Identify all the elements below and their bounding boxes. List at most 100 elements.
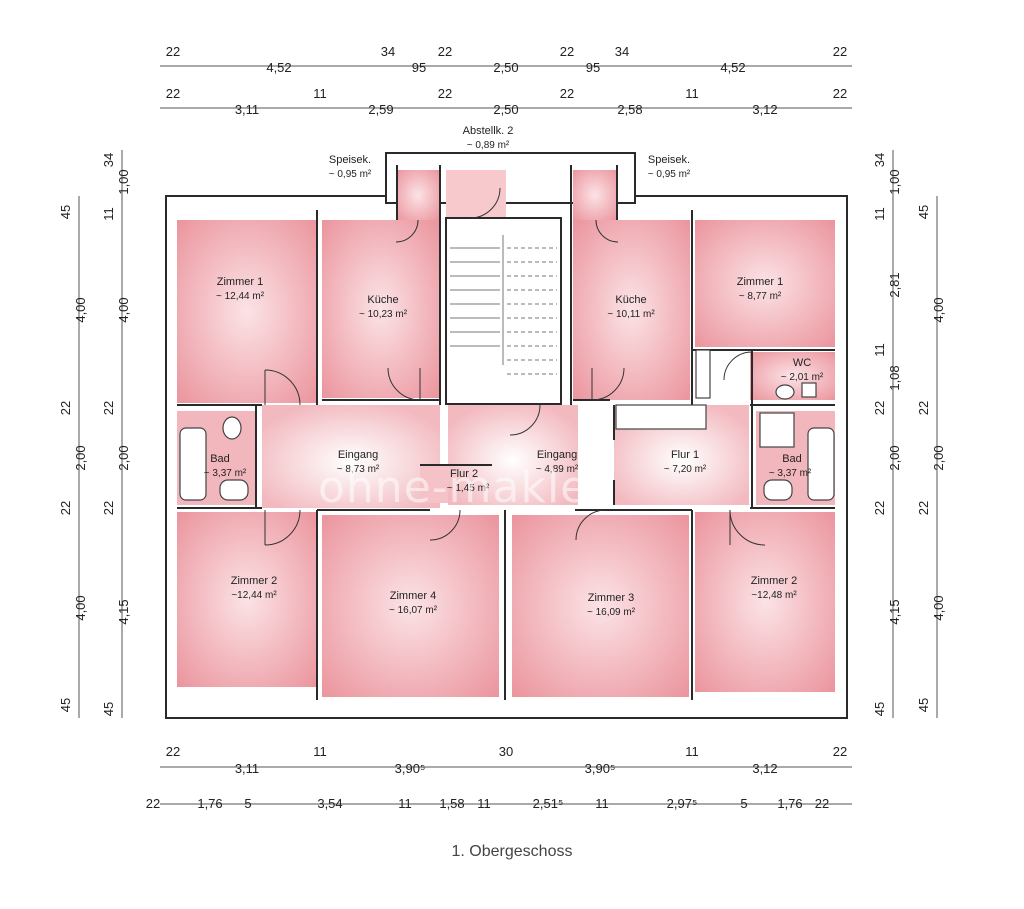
dim-label: 22: [101, 501, 116, 515]
dim-label: 45: [916, 698, 931, 712]
label-name: WC: [793, 357, 811, 369]
dim-label: 34: [381, 44, 395, 59]
label-name: Eingang: [338, 449, 378, 461]
dim-label: 5: [244, 796, 251, 811]
dim-label: 11: [685, 744, 699, 759]
dim-label: 45: [916, 205, 931, 219]
dimension-lines: [78, 65, 938, 805]
label-name: Speisek.: [648, 154, 690, 166]
room-zimmer-2-right: [695, 512, 835, 692]
room-speisek-left: [397, 170, 439, 220]
dim-label: 34: [101, 153, 116, 167]
dim-label: 4,52: [720, 60, 745, 75]
dim-label: 22: [58, 401, 73, 415]
dim-label: 3,12: [752, 102, 777, 117]
room-speisek-right: [573, 170, 617, 220]
dim-label: 11: [101, 207, 116, 221]
dim-label: 11: [313, 86, 327, 101]
dim-label: 22: [438, 86, 452, 101]
label-area: ~ 8,77 m²: [739, 291, 782, 302]
label-name: Zimmer 3: [588, 592, 634, 604]
dim-label: 45: [58, 205, 73, 219]
label-area: ~ 1,45 m²: [447, 483, 490, 494]
dim-label: 11: [595, 796, 609, 811]
label-name: Küche: [615, 294, 646, 306]
label-name: Flur 1: [671, 449, 699, 461]
dim-label: 3,54: [317, 796, 342, 811]
label-area: ~ 12,44 m²: [216, 291, 265, 302]
dim-label: 3,90⁵: [395, 761, 426, 776]
shaft-right-icon: [615, 404, 707, 430]
dimension-labels: 22 4,52 34 95 22 2,50 22 95 34 4,52 22 2…: [58, 44, 946, 811]
interior-walls: [177, 165, 835, 700]
dim-label: 22: [166, 86, 180, 101]
dim-label: 4,00: [73, 297, 88, 322]
dim-label: 2,59: [368, 102, 393, 117]
room-abstellk: [446, 170, 506, 218]
sink-wc-icon: [801, 382, 817, 398]
label-area: ~ 3,37 m²: [204, 468, 247, 479]
dim-label: 22: [872, 401, 887, 415]
room-zimmer-2-left: [177, 512, 317, 687]
dim-label: 11: [313, 744, 327, 759]
staircase: [445, 217, 562, 405]
bathtub-left-icon: [179, 427, 207, 501]
dim-label: 30: [499, 744, 513, 759]
dim-label: 2,00: [887, 445, 902, 470]
label-name: Küche: [367, 294, 398, 306]
dim-label: 22: [916, 501, 931, 515]
dim-label: 22: [872, 501, 887, 515]
dim-label: 3,12: [752, 761, 777, 776]
dim-label: 2,58: [617, 102, 642, 117]
dim-label: 22: [560, 86, 574, 101]
floor-caption: 1. Obergeschoss: [451, 843, 573, 860]
dim-label: 22: [916, 401, 931, 415]
room-eingang-center: [448, 405, 578, 505]
label-area: ~12,44 m²: [231, 590, 277, 601]
doors: [264, 187, 766, 546]
dim-label: 22: [438, 44, 452, 59]
dim-label: 1,76: [197, 796, 222, 811]
dim-label: 4,15: [887, 599, 902, 624]
toilet-wc-icon: [775, 384, 795, 400]
label-name: Flur 2: [450, 468, 478, 480]
bathtub-right-icon: [807, 427, 835, 501]
dim-label: 2,51⁵: [533, 796, 564, 811]
dim-label: 22: [833, 744, 847, 759]
dim-label: 4,00: [73, 595, 88, 620]
dim-label: 4,00: [931, 297, 946, 322]
dim-label: 11: [398, 796, 412, 811]
label-area: ~ 16,09 m²: [587, 607, 636, 618]
label-name: Bad: [782, 453, 802, 465]
label-area: ~ 2,01 m²: [781, 372, 824, 383]
label-area: ~ 0,95 m²: [329, 169, 372, 180]
watermark: ohne-makler: [318, 462, 608, 513]
dim-label: 2,00: [931, 445, 946, 470]
dim-label: 95: [412, 60, 426, 75]
label-name: Eingang: [537, 449, 577, 461]
dim-label: 22: [166, 44, 180, 59]
dim-label: 1,00: [116, 169, 131, 194]
fixtures: [179, 349, 835, 501]
dim-label: 2,00: [116, 445, 131, 470]
room-zimmer-1-left: [177, 220, 317, 403]
room-zimmer-1-right: [695, 220, 835, 347]
dim-label: 4,00: [116, 297, 131, 322]
toilet-left-icon: [222, 416, 242, 440]
dim-label: 22: [833, 44, 847, 59]
room-zimmer-4: [322, 515, 499, 697]
label-area: ~ 10,23 m²: [359, 309, 408, 320]
dim-label: 11: [872, 207, 887, 221]
dim-label: 22: [146, 796, 160, 811]
room-labels: Zimmer 1 ~ 12,44 m² Küche ~ 10,23 m² Spe…: [204, 125, 824, 618]
label-name: Zimmer 2: [231, 575, 277, 587]
dim-label: 45: [58, 698, 73, 712]
dim-label: 45: [872, 702, 887, 716]
dim-label: 1,76: [777, 796, 802, 811]
dim-label: 11: [872, 343, 887, 357]
dim-label: 22: [101, 401, 116, 415]
label-name: Zimmer 1: [737, 276, 783, 288]
dim-label: 34: [872, 153, 887, 167]
dim-label: 2,50: [493, 60, 518, 75]
